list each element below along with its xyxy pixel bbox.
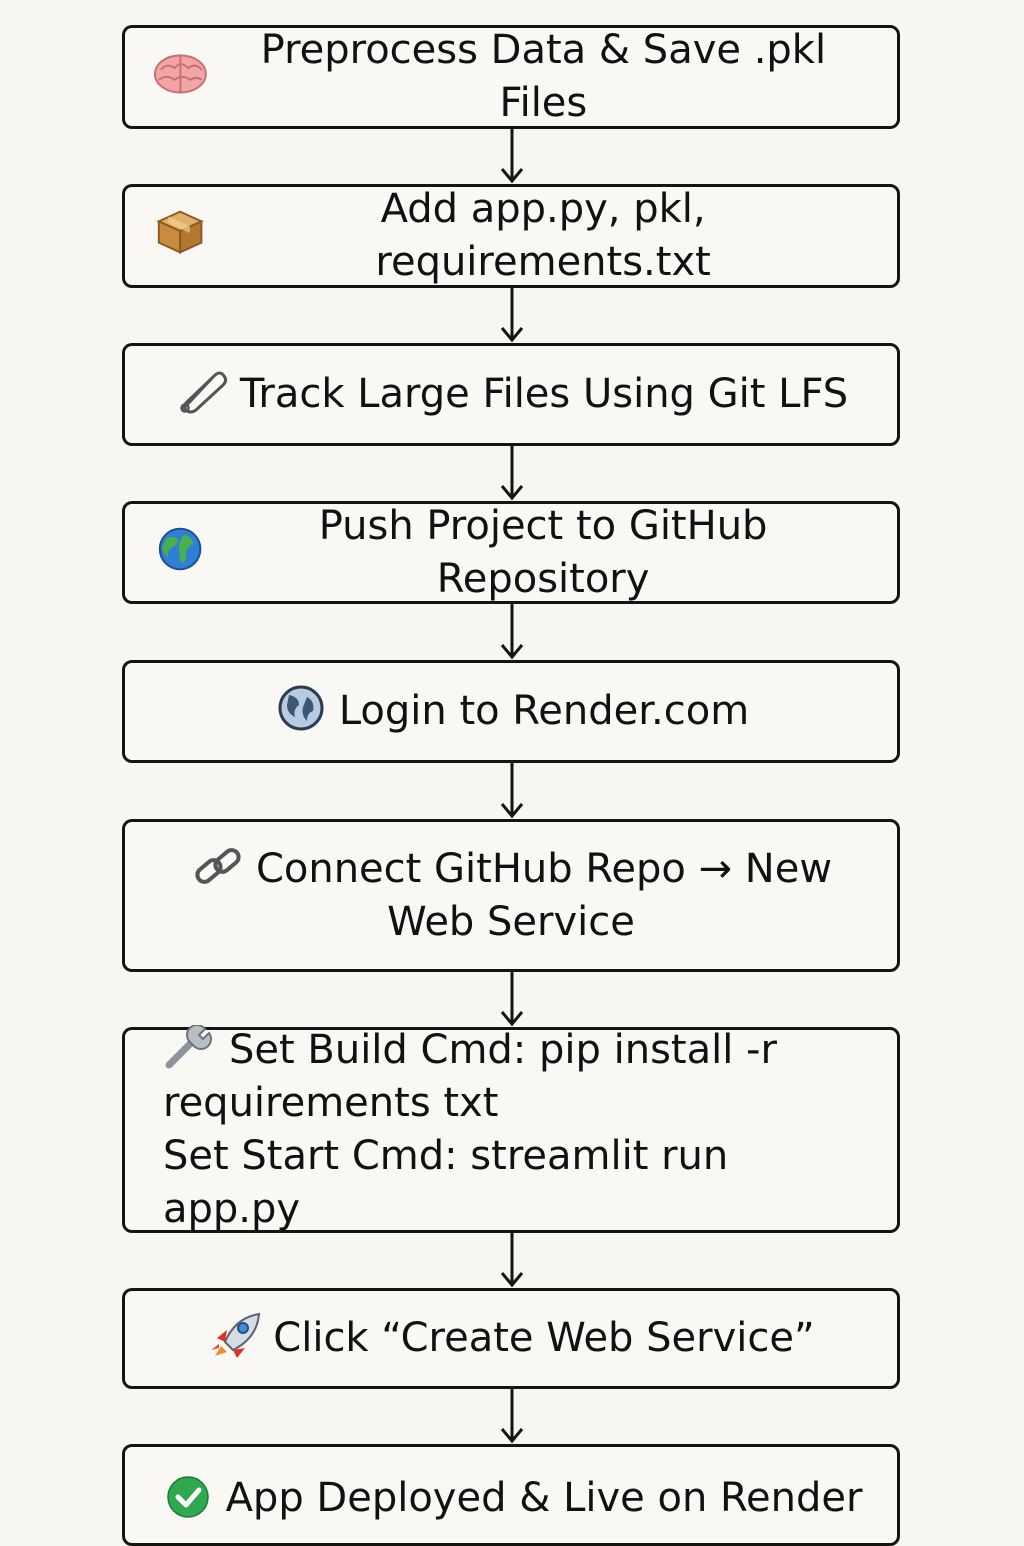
step-login-render: Login to Render.com [122, 660, 900, 763]
brain-icon [153, 50, 208, 96]
arrow-down [500, 763, 524, 819]
step-label: Click “Create Web Service” [273, 1315, 815, 1361]
arrow-down [500, 1389, 524, 1444]
step-label: Add app.py, pkl, requirements.txt [375, 186, 711, 285]
build-cmd-line-2: requirements txt [163, 1080, 499, 1126]
arrow-down [500, 972, 524, 1027]
step-connect-repo: Connect GitHub Repo → New Web Service [122, 819, 900, 972]
step-preprocess: Preprocess Data & Save .pkl Files [122, 25, 900, 129]
build-cmd-line: Set Build Cmd: pip install -r [229, 1027, 777, 1073]
arrow-down [500, 446, 524, 501]
step-create-service: Click “Create Web Service” [122, 1288, 900, 1389]
arrow-down [500, 1233, 524, 1288]
step-build-start-cmd: Set Build Cmd: pip install -r requiremen… [122, 1025, 900, 1233]
arrow-down [500, 604, 524, 660]
link-icon [190, 844, 246, 890]
wrench-icon [163, 1025, 219, 1071]
step-git-lfs: Track Large Files Using Git LFS [122, 343, 900, 446]
step-add-files: Add app.py, pkl, requirements.txt [122, 184, 900, 288]
arrow-down [500, 129, 524, 184]
step-label: Connect GitHub Repo → New Web Service [255, 845, 833, 945]
globe-meridians-icon [273, 685, 329, 731]
step-app-deployed: App Deployed & Live on Render [122, 1444, 900, 1546]
arrow-down [500, 288, 524, 343]
step-label: Track Large Files Using Git LFS [239, 371, 849, 417]
globe-icon [153, 526, 207, 572]
start-cmd-line: Set Start Cmd: streamlit run app.py [163, 1133, 729, 1232]
step-label: Login to Render.com [338, 688, 750, 734]
rocket-icon [207, 1312, 263, 1358]
check-mark-icon [160, 1474, 216, 1520]
package-icon [153, 209, 207, 255]
safety-pin-icon [174, 368, 230, 414]
step-label: Push Project to GitHub Repository [318, 502, 768, 602]
step-label: App Deployed & Live on Render [225, 1475, 863, 1521]
step-push-github: Push Project to GitHub Repository [122, 501, 900, 604]
step-label: Preprocess Data & Save .pkl Files [260, 27, 827, 126]
